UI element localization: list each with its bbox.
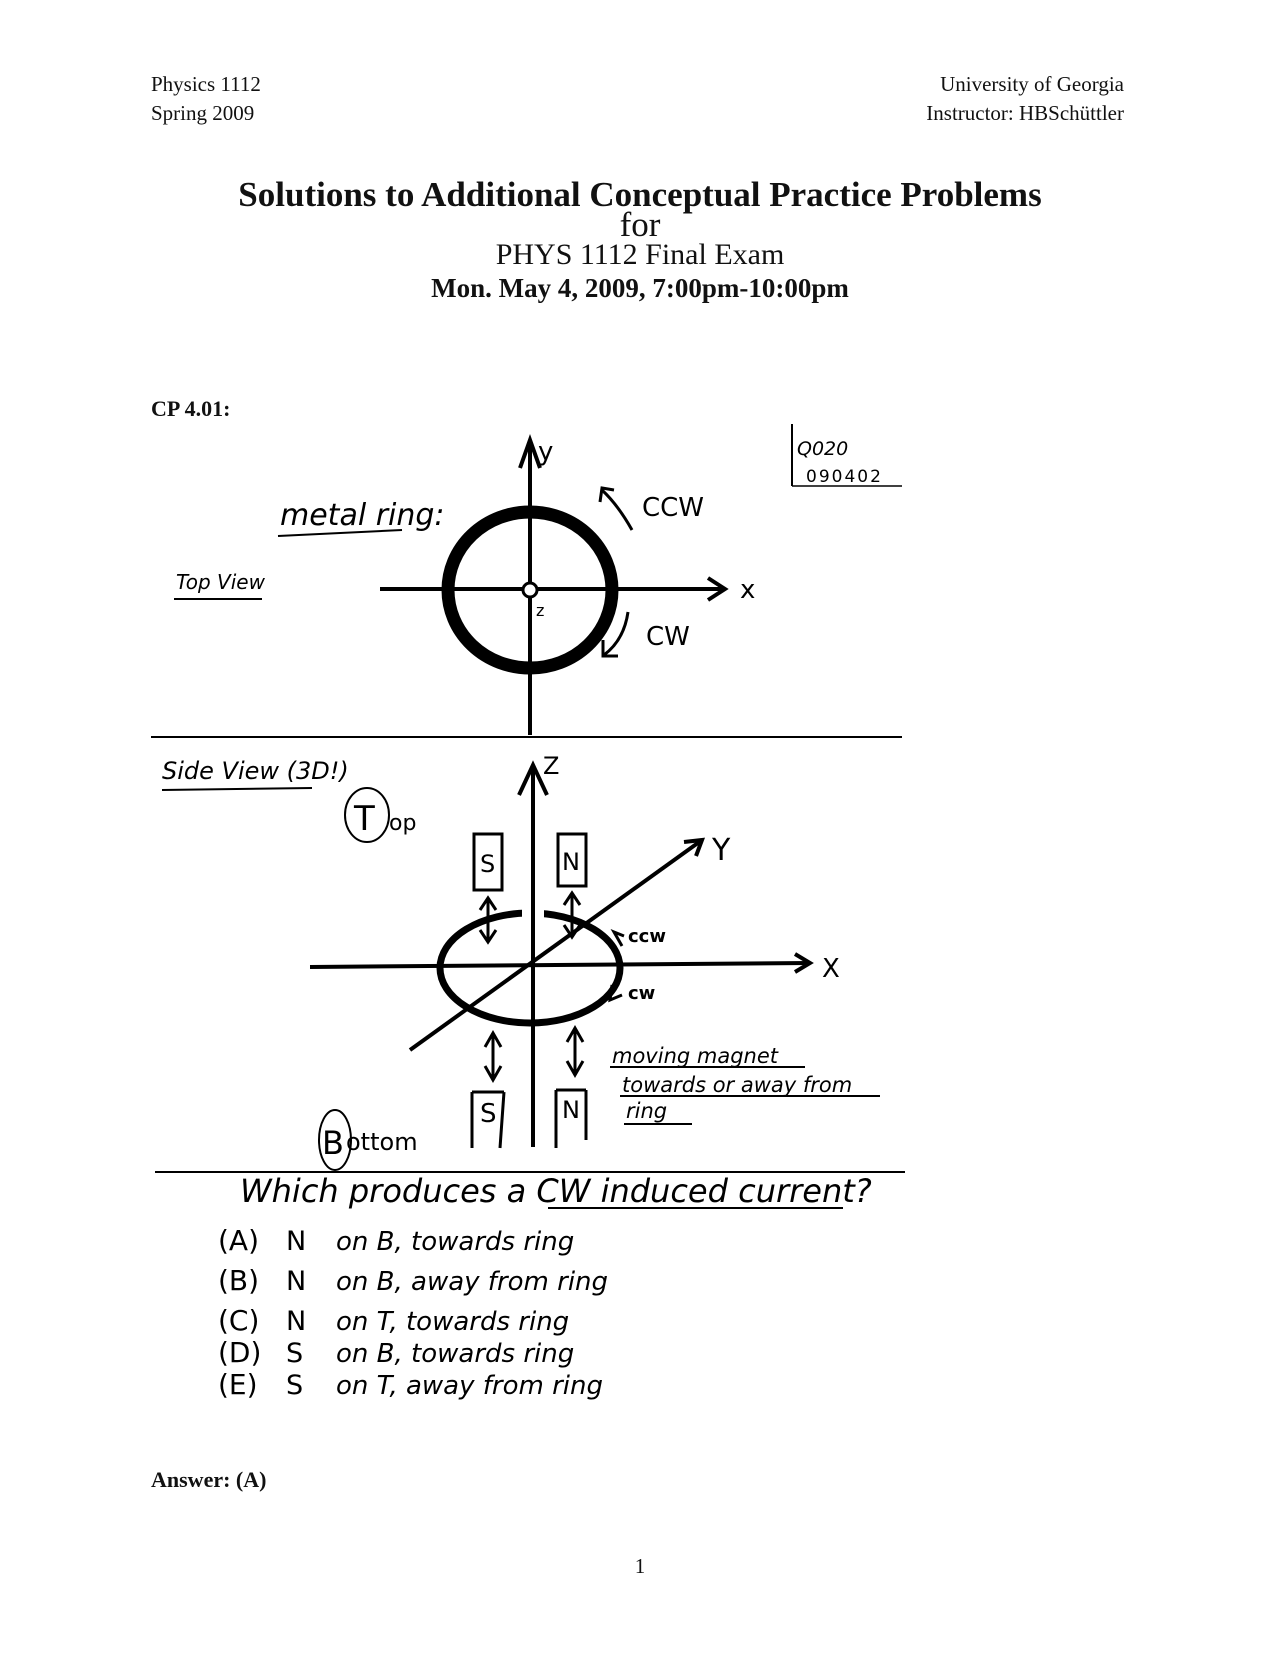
option-letter-e: (E): [218, 1368, 258, 1401]
svg-text:N: N: [286, 1226, 306, 1257]
svg-text:S: S: [480, 1099, 497, 1129]
option-d-text: on B, towards ring: [336, 1339, 574, 1369]
problem-code: Q020 090402: [791, 424, 902, 487]
code-line-2: 090402: [806, 467, 883, 487]
side-ccw-label: ccw: [628, 926, 666, 947]
top-view-label: Top View: [176, 570, 266, 594]
option-letter-d: (D): [218, 1336, 261, 1369]
page-title: Solutions to Additional Conceptual Pract…: [0, 175, 1280, 304]
side-axis-x-label: X: [822, 954, 840, 984]
top-magnet-n: [556, 832, 588, 888]
term: Spring 2009: [151, 101, 255, 125]
svg-text:op: op: [389, 811, 416, 836]
code-line-1: Q020: [797, 438, 848, 460]
ring-label: metal ring:: [280, 498, 445, 533]
top-label: T: [353, 799, 375, 839]
ccw-label: CCW: [642, 493, 704, 523]
side-axis-y-label: Y: [711, 833, 731, 868]
header-right: University of Georgia Instructor: HBSchü…: [926, 70, 1124, 128]
title-line-2: for: [619, 205, 661, 244]
option-letter-b: (B): [218, 1264, 259, 1297]
top-view-diagram: Top View metal ring: y x z CCW CW: [174, 434, 755, 735]
bottom-magnet-n: [554, 1088, 588, 1148]
option-letter-c: (C): [218, 1304, 259, 1337]
axis-z-label: z: [536, 601, 544, 620]
answer: Answer: (A): [151, 1467, 267, 1492]
option-c-text: on T, towards ring: [336, 1307, 569, 1337]
problem-label: CP 4.01:: [151, 396, 231, 421]
question-text: Which produces a CW induced current?: [240, 1172, 872, 1210]
side-axis-z-label: Z: [543, 752, 559, 780]
option-letter-a: (A): [218, 1224, 259, 1257]
svg-text:S: S: [286, 1338, 303, 1369]
svg-text:N: N: [286, 1306, 306, 1337]
option-e-text: on T, away from ring: [336, 1371, 603, 1401]
instructor: Instructor: HBSchüttler: [926, 101, 1124, 125]
side-cw-label: cw: [628, 983, 655, 1004]
svg-text:N: N: [562, 1096, 580, 1124]
side-view-diagram: Side View (3D!) T op Z X Y ccw cw S N: [161, 752, 880, 1171]
note-line-3: ring: [626, 1099, 667, 1123]
course-name: Physics 1112: [151, 72, 261, 96]
axis-y-label: y: [538, 437, 553, 467]
option-b-text: on B, away from ring: [336, 1267, 608, 1297]
bottom-label: B: [322, 1124, 344, 1162]
university: University of Georgia: [940, 72, 1124, 96]
note-line-1: moving magnet: [612, 1044, 779, 1068]
option-a-text: on B, towards ring: [336, 1227, 574, 1257]
header-left: Physics 1112 Spring 2009: [151, 70, 261, 128]
question-block: Which produces a CW induced current?: [240, 1172, 872, 1210]
svg-text:ottom: ottom: [346, 1128, 418, 1156]
cw-label: CW: [646, 622, 690, 652]
answer-options: (A) N on B, towards ring (B) N on B, awa…: [218, 1224, 608, 1401]
title-line-1: Solutions to Additional Conceptual Pract…: [238, 175, 1042, 214]
title-line-3: PHYS 1112 Final Exam: [495, 238, 785, 271]
svg-text:N: N: [286, 1266, 306, 1297]
svg-text:S: S: [480, 850, 495, 878]
svg-text:N: N: [562, 848, 580, 876]
bottom-magnet-s: [470, 1090, 506, 1149]
side-view-label: Side View (3D!): [162, 757, 349, 785]
note-line-2: towards or away from: [622, 1073, 852, 1097]
svg-text:S: S: [286, 1370, 303, 1401]
top-magnet-s: [472, 832, 504, 892]
axis-x-label: x: [740, 575, 755, 605]
page-number: 1: [634, 1554, 646, 1578]
title-line-4: Mon. May 4, 2009, 7:00pm-10:00pm: [431, 273, 849, 303]
